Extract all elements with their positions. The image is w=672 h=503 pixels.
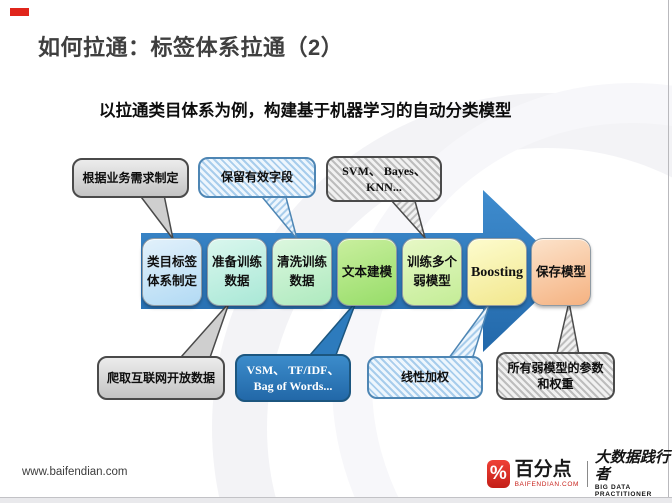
logo-divider — [587, 461, 588, 487]
flow-step-clean-data: 清洗训练 数据 — [272, 238, 332, 306]
callout-text: VSM、 TF/IDF、 — [246, 362, 340, 377]
step-label: Boosting — [470, 264, 524, 280]
callout-text: 线性加权 — [400, 370, 449, 385]
logo-slogan-block: 大数据践行者 BIG DATA PRACTITIONER — [595, 450, 672, 498]
accent-bar — [10, 8, 29, 16]
step-label: 数据 — [289, 274, 315, 288]
callout-business-requirement: 根据业务需求制定 — [72, 158, 189, 198]
step-label: 保存模型 — [535, 264, 586, 279]
callout-keep-valid-fields: 保留有效字段 — [198, 157, 316, 198]
callout-weak-model-params: 所有弱模型的参数 和权重 — [496, 352, 615, 400]
percent-logo-icon: % — [487, 460, 510, 488]
brand-domain: BAIFENDIAN.COM — [514, 481, 580, 488]
flow-step-train-weak-models: 训练多个 弱模型 — [402, 238, 462, 306]
step-label: 准备训练 — [211, 255, 262, 270]
flow-step-prepare-data: 准备训练 数据 — [207, 238, 267, 306]
step-label: 文本建模 — [341, 264, 392, 279]
slogan-cn: 大数据践行者 — [594, 450, 670, 483]
slogan-en: BIG DATA PRACTITIONER — [594, 484, 652, 498]
baifendian-logo: % 百分点 BAIFENDIAN.COM 大数据践行者 BIG DATA PRA… — [487, 450, 672, 498]
callout-text: KNN... — [366, 180, 402, 194]
callout-text: SVM、 Bayes、 — [342, 163, 426, 178]
slide-bottom-edge — [0, 497, 672, 503]
logo-brand-block: 百分点 BAIFENDIAN.COM — [515, 460, 579, 488]
callout-svm-bayes-knn: SVM、 Bayes、 KNN... — [326, 156, 442, 202]
step-label: 弱模型 — [413, 274, 451, 288]
step-label: 训练多个 — [406, 255, 457, 270]
callout-text: 保留有效字段 — [220, 170, 293, 185]
step-label: 体系制定 — [146, 274, 197, 288]
callout-text: Bag of Words... — [253, 379, 333, 393]
website-url: www.baifendian.com — [22, 466, 128, 478]
flow-step-category-system: 类目标签 体系制定 — [142, 238, 202, 306]
callout-text: 所有弱模型的参数 — [507, 360, 604, 375]
callout-text: 和权重 — [537, 377, 574, 391]
brand-name-cn: 百分点 — [514, 459, 572, 480]
callout-linear-weighting: 线性加权 — [367, 356, 483, 399]
callout-text: 根据业务需求制定 — [82, 170, 179, 185]
step-label: 数据 — [224, 274, 250, 288]
page-title: 如何拉通：标签体系拉通（2） — [38, 35, 344, 60]
flow-step-text-modeling: 文本建模 — [337, 238, 397, 306]
slide-right-edge — [668, 0, 669, 503]
callout-crawl-open-data: 爬取互联网开放数据 — [97, 356, 225, 400]
step-label: 清洗训练 — [276, 255, 327, 270]
flow-step-boosting: Boosting — [467, 238, 527, 306]
flow-step-save-model: 保存模型 — [531, 238, 591, 306]
callout-text: 爬取互联网开放数据 — [106, 370, 215, 385]
step-label: 类目标签 — [146, 255, 197, 270]
callout-vsm-tfidf-bow: VSM、 TF/IDF、 Bag of Words... — [235, 354, 351, 402]
slide-subtitle: 以拉通类目体系为例，构建基于机器学习的自动分类模型 — [99, 102, 512, 120]
